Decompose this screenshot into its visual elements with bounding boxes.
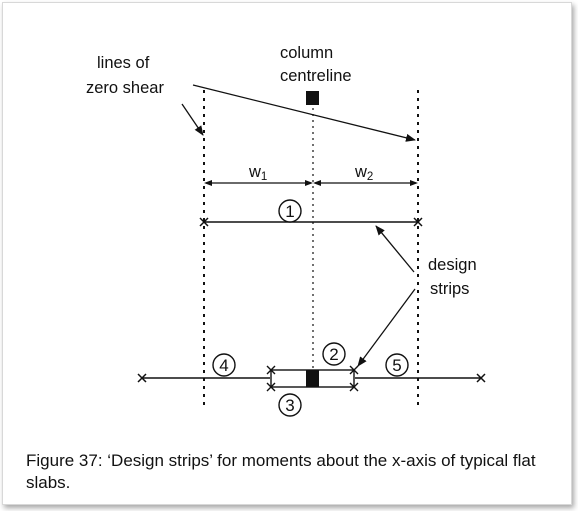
strip-number-5-text: 5: [392, 356, 401, 375]
strip-5-end-right: [476, 373, 486, 383]
column-label-line2: centreline: [280, 67, 352, 85]
zero-shear-arrow-left: [181, 103, 204, 136]
strip-1-end-right: [413, 217, 423, 227]
strip-number-2: 2: [322, 342, 346, 366]
strip-4-end-left: [137, 373, 147, 383]
strip-number-2-circle: [322, 342, 346, 366]
design-strips-arrow-2: [357, 288, 416, 367]
design-strips-arrow-1: [375, 225, 415, 273]
dimension-arrowhead-right: [410, 180, 418, 186]
dimension-arrowhead-center-right: [313, 180, 321, 186]
strip-box-end-left-top: [266, 365, 276, 375]
strip-box-end-left-bottom: [266, 382, 276, 392]
design-strips-label-line1: design: [428, 256, 477, 274]
strip-number-4-text: 4: [219, 356, 228, 375]
strip-number-2-text: 2: [329, 345, 338, 364]
column-square-marker: [306, 91, 319, 105]
design-strips-label-line2: strips: [430, 280, 469, 298]
strip-number-3-circle: [278, 393, 302, 417]
strip-number-3-text: 3: [285, 396, 294, 415]
strip-box-end-right-top: [349, 365, 359, 375]
dimension-arrowhead-center-left: [305, 180, 313, 186]
strip-box-end-right-bottom: [349, 382, 359, 392]
strip-1-end-left: [199, 217, 209, 227]
w2-label: w2: [354, 163, 373, 183]
zero-shear-label-line2: zero shear: [86, 79, 164, 97]
strip-number-1-circle: [278, 199, 302, 223]
strip-number-5-circle: [385, 353, 409, 377]
column-block: [306, 370, 319, 387]
w1-label: w1: [248, 163, 267, 183]
figure-frame: [2, 2, 572, 505]
zero-shear-label-line1: lines of: [97, 54, 150, 72]
figure-caption: Figure 37: ‘Design strips’ for moments a…: [26, 451, 536, 492]
strip-number-5: 5: [385, 353, 409, 377]
strip-number-4-circle: [212, 353, 236, 377]
strip-number-4: 4: [212, 353, 236, 377]
strip-number-1-text: 1: [285, 202, 294, 221]
zero-shear-arrow-right: [192, 84, 416, 142]
strip-number-1: 1: [278, 199, 302, 223]
column-label-line1: column: [280, 44, 333, 62]
dimension-arrowhead-left: [204, 180, 212, 186]
strip-number-3: 3: [278, 393, 302, 417]
